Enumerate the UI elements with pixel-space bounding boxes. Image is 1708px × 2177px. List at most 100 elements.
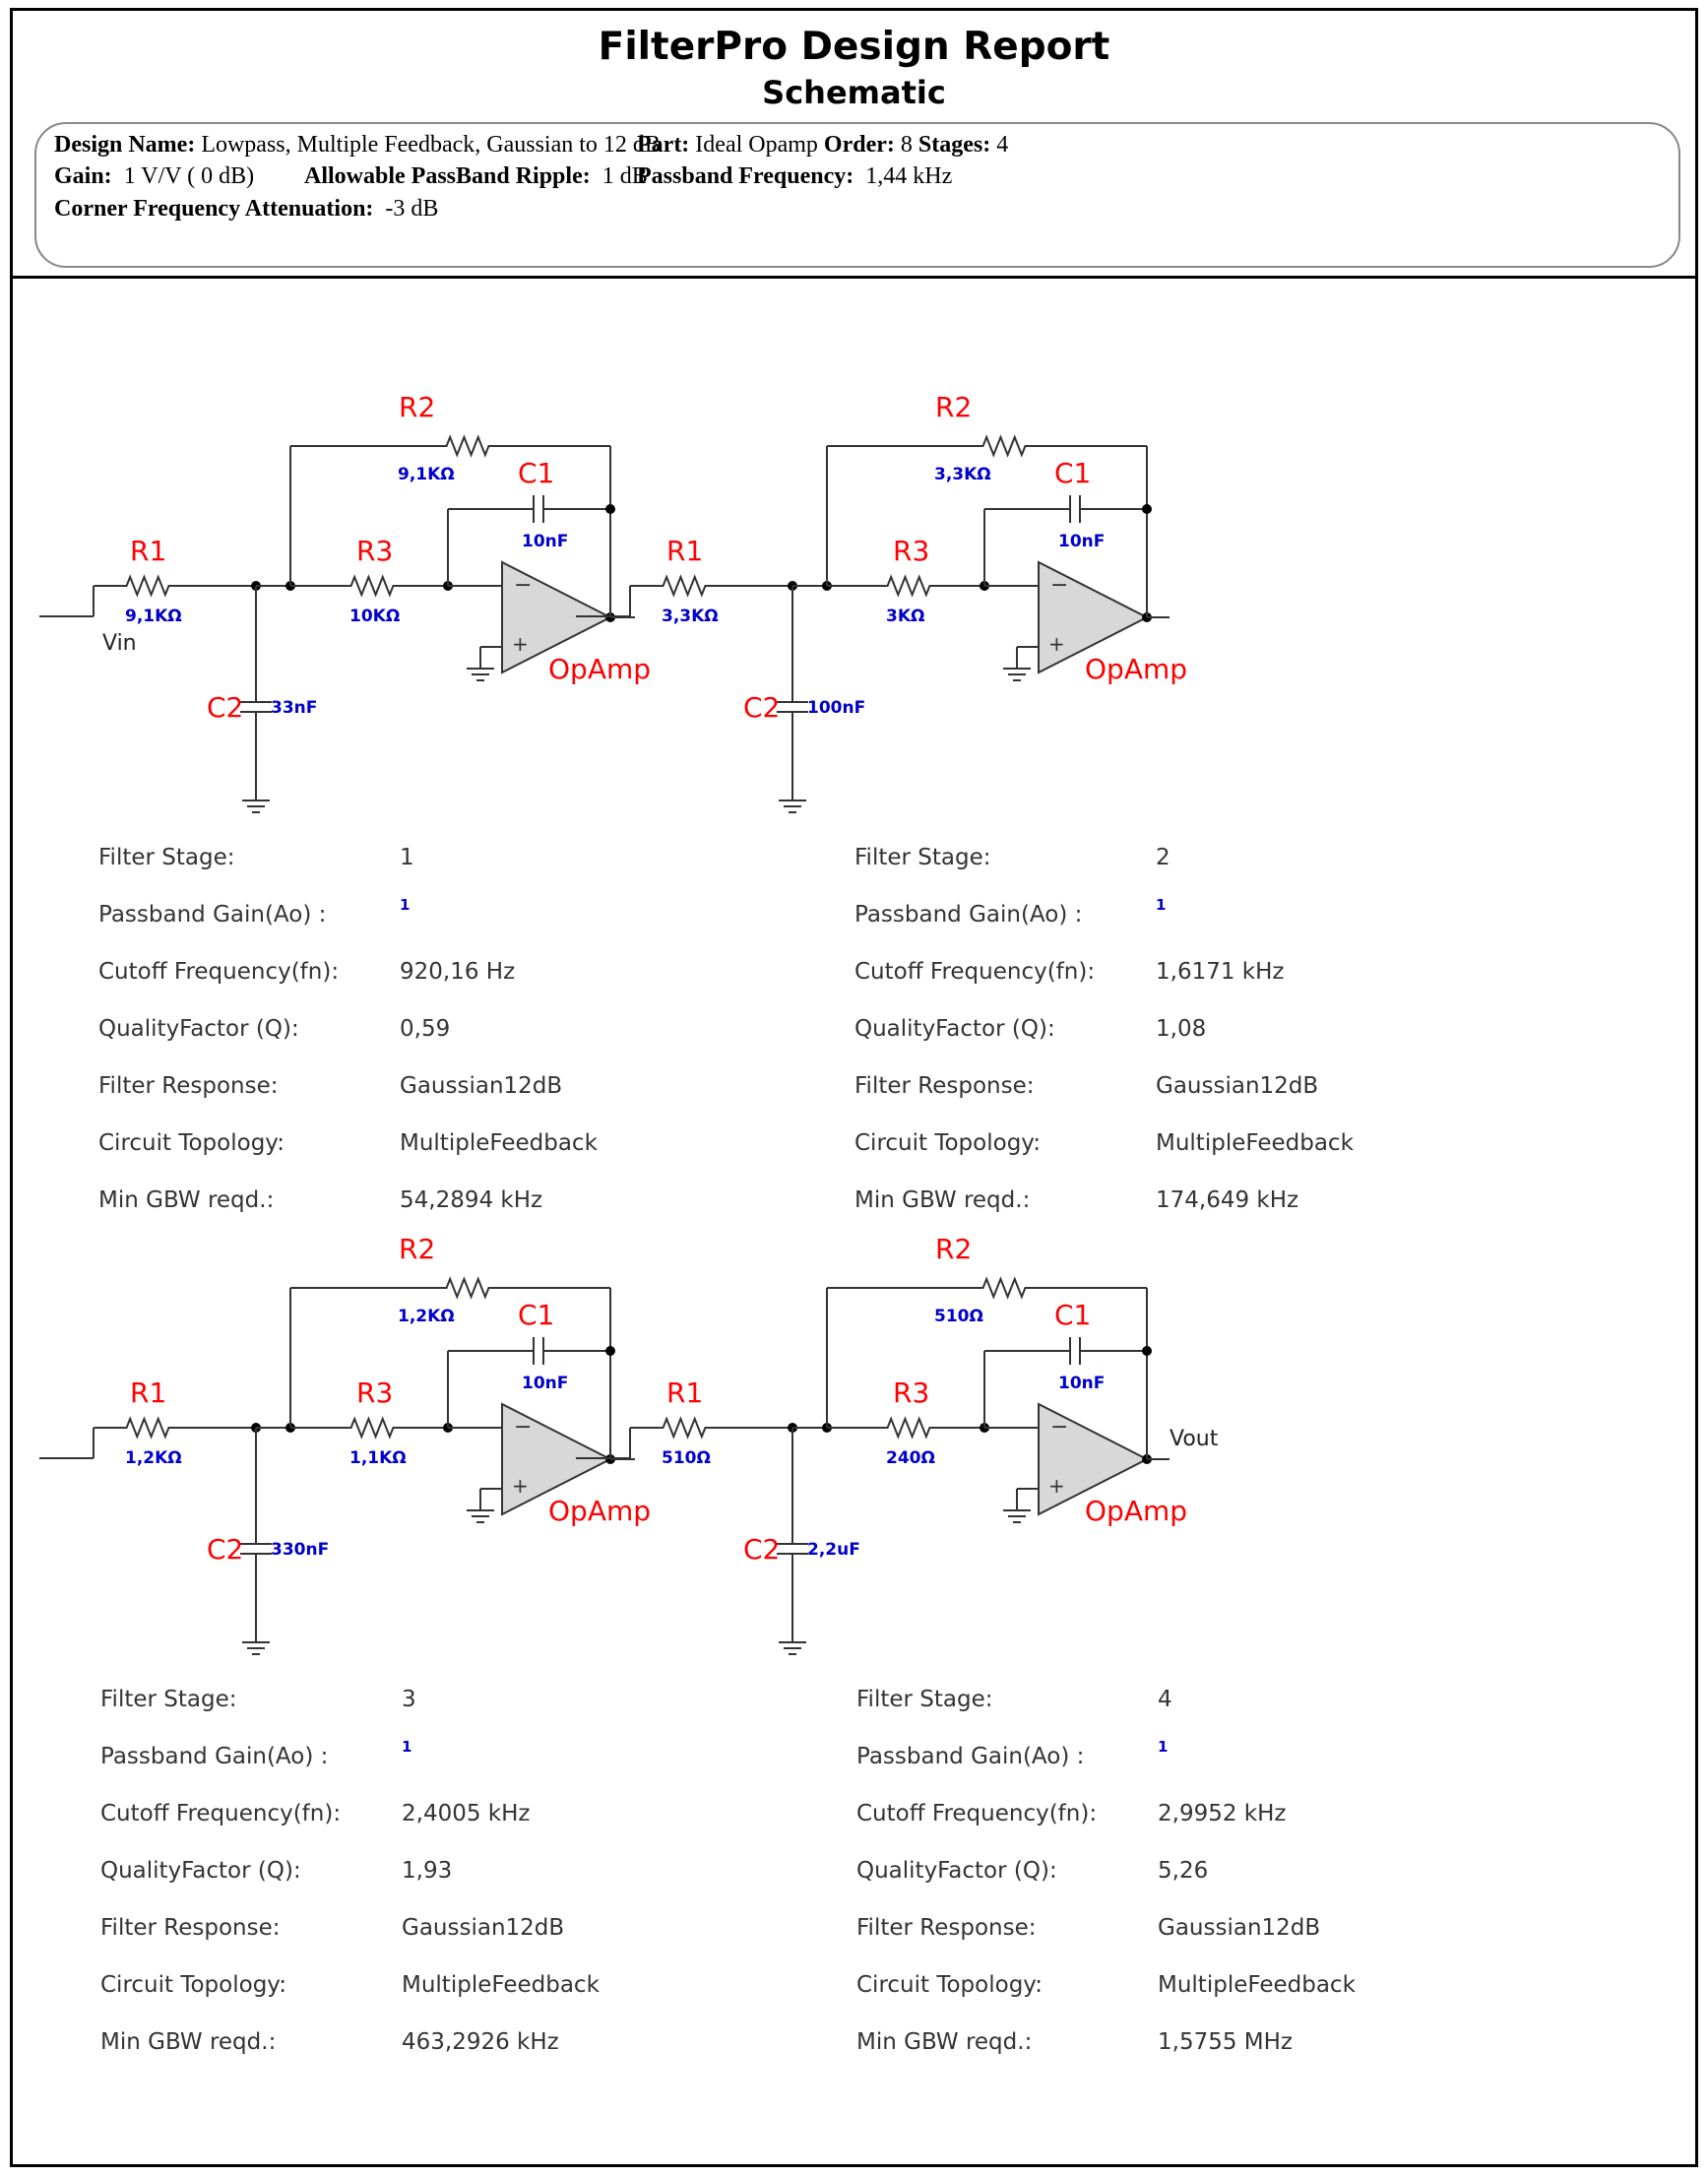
r1-label: R1 <box>666 535 703 567</box>
r3-label: R3 <box>893 535 929 567</box>
param-label-cutoff: Cutoff Frequency(fn): <box>856 1801 1098 1826</box>
r1-value: 3,3KΩ <box>662 607 719 626</box>
resistor-r2 <box>443 434 492 458</box>
r2-value: 1,2KΩ <box>398 1307 455 1326</box>
param-label-stage: Filter Stage: <box>854 845 991 870</box>
report-subtitle: Schematic <box>762 74 946 111</box>
design-name: Design Name: Lowpass, Multiple Feedback,… <box>54 132 661 159</box>
design-name-value: Lowpass, Multiple Feedback, Gaussian to … <box>201 132 661 158</box>
resistor-r2 <box>443 1276 492 1300</box>
param-label-response: Filter Response: <box>854 1073 1035 1099</box>
opamp-minus: − <box>1050 1415 1068 1440</box>
param-label-q: QualityFactor (Q): <box>98 1016 299 1042</box>
param-value-response: Gaussian12dB <box>1158 1915 1321 1941</box>
param-value-cutoff: 920,16 Hz <box>400 959 516 985</box>
design-name-label: Design Name: <box>54 132 196 158</box>
ground-icon <box>779 1641 806 1655</box>
param-value-response: Gaussian12dB <box>1156 1073 1319 1099</box>
ground-icon <box>1003 668 1031 681</box>
ground-icon <box>242 1641 270 1655</box>
r2-value: 9,1KΩ <box>398 465 455 484</box>
corner-label: Corner Frequency Attenuation: <box>54 196 374 222</box>
param-value-q: 1,93 <box>402 1858 453 1884</box>
stages-value: 4 <box>996 132 1009 158</box>
c1-value: 10nF <box>1058 1374 1105 1393</box>
r3-label: R3 <box>893 1377 929 1409</box>
param-value-stage: 4 <box>1158 1687 1172 1712</box>
c2-label: C2 <box>207 1533 243 1566</box>
r3-value: 1,1KΩ <box>349 1448 407 1468</box>
part-value: Ideal Opamp <box>695 132 818 158</box>
junction-dot <box>1142 504 1152 514</box>
param-label-gain: Passband Gain(Ao) : <box>100 1744 329 1769</box>
opamp-triangle <box>501 560 613 674</box>
resistor-r1 <box>123 574 172 598</box>
c2-value: 330nF <box>271 1540 329 1560</box>
design-gain: Gain: 1 V/V ( 0 dB) <box>54 163 254 190</box>
c1-value: 10nF <box>1058 532 1105 551</box>
r1-value: 1,2KΩ <box>125 1448 182 1468</box>
param-value-gain: 1 <box>1158 1738 1169 1756</box>
r2-value: 3,3KΩ <box>934 465 991 484</box>
r3-value: 10KΩ <box>349 607 400 626</box>
design-part: Part: Ideal Opamp Order: 8 Stages: 4 <box>637 132 1008 159</box>
r1-label: R1 <box>130 1377 166 1409</box>
order-label: Order: <box>823 132 895 158</box>
corner-value: -3 dB <box>385 196 439 222</box>
param-label-response: Filter Response: <box>100 1915 281 1941</box>
opamp-plus: + <box>512 632 529 656</box>
param-label-cutoff: Cutoff Frequency(fn): <box>98 959 340 985</box>
param-value-gain: 1 <box>400 896 411 914</box>
param-label-gbw: Min GBW reqd.: <box>100 2029 277 2055</box>
vout-label: Vout <box>1170 1427 1219 1451</box>
passband-label: Passband Frequency: <box>637 163 854 189</box>
passband-value: 1,44 kHz <box>865 163 953 189</box>
param-label-gbw: Min GBW reqd.: <box>854 1187 1031 1213</box>
param-value-gbw: 174,649 kHz <box>1156 1187 1299 1213</box>
r2-label: R2 <box>399 391 435 423</box>
param-value-stage: 2 <box>1156 845 1170 870</box>
design-info-box: Design Name: Lowpass, Multiple Feedback,… <box>34 122 1680 268</box>
c2-value: 33nF <box>271 698 317 718</box>
junction-dot <box>605 1346 615 1356</box>
param-label-gain: Passband Gain(Ao) : <box>856 1744 1085 1769</box>
ripple-label: Allowable PassBand Ripple: <box>304 163 591 189</box>
r1-label: R1 <box>666 1377 703 1409</box>
param-label-gbw: Min GBW reqd.: <box>856 2029 1033 2055</box>
param-value-q: 0,59 <box>400 1016 451 1042</box>
r2-value: 510Ω <box>934 1307 983 1326</box>
c2-label: C2 <box>743 1533 780 1566</box>
c1-label: C1 <box>518 1299 554 1331</box>
param-value-gain: 1 <box>1156 896 1167 914</box>
r3-value: 3KΩ <box>886 607 924 626</box>
r1-value: 9,1KΩ <box>125 607 182 626</box>
param-value-topology: MultipleFeedback <box>1158 1972 1356 1998</box>
c1-value: 10nF <box>522 532 568 551</box>
report-header: FilterPro Design Report Schematic Design… <box>13 11 1695 279</box>
param-value-cutoff: 1,6171 kHz <box>1156 959 1285 985</box>
resistor-r1 <box>660 1416 709 1440</box>
param-label-topology: Circuit Topology: <box>856 1972 1043 1998</box>
r2-label: R2 <box>399 1233 435 1265</box>
gain-value: 1 V/V ( 0 dB) <box>123 163 255 189</box>
resistor-r1 <box>660 574 709 598</box>
gain-label: Gain: <box>54 163 112 189</box>
param-label-cutoff: Cutoff Frequency(fn): <box>100 1801 342 1826</box>
ground-icon <box>242 800 270 813</box>
vin-label: Vin <box>102 631 137 656</box>
part-label: Part: <box>637 132 690 158</box>
opamp-label: OpAmp <box>548 1495 651 1527</box>
report-page: FilterPro Design Report Schematic Design… <box>10 8 1698 2167</box>
param-value-response: Gaussian12dB <box>400 1073 563 1099</box>
junction-dot <box>1142 1346 1152 1356</box>
ground-icon <box>1003 1509 1031 1523</box>
param-value-topology: MultipleFeedback <box>402 1972 600 1998</box>
c1-label: C1 <box>518 457 554 489</box>
opamp-minus: − <box>514 573 532 598</box>
